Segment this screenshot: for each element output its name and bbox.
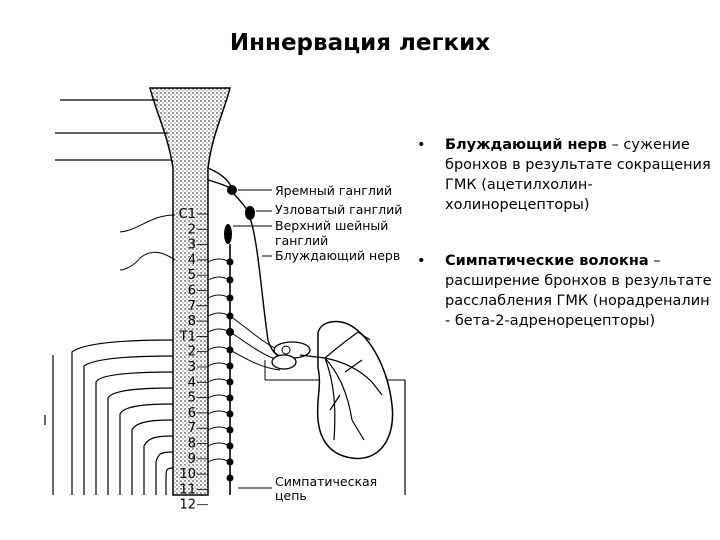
- label-superior-cervical-2: ганглий: [275, 233, 328, 248]
- slide-title: Иннервация легких: [229, 30, 491, 56]
- lung-outline: [316, 320, 394, 460]
- bullet-item-sympathetic: • Симпатические волокна – расширение бро…: [415, 251, 715, 331]
- cervical-nerve: [119, 251, 176, 271]
- segment-label: 10: [179, 467, 196, 482]
- segment-label: 6: [188, 406, 196, 421]
- bullet-term: Блуждающий нерв: [445, 137, 607, 153]
- jugular-ganglion: [227, 185, 237, 195]
- segment-label: 8: [188, 437, 196, 452]
- label-sympathetic-chain-2: цепь: [275, 488, 307, 503]
- bullet-text: – сужение бронхов в результате сокращени…: [445, 137, 711, 213]
- bullet-item-vagus: • Блуждающий нерв – сужение бронхов в ре…: [415, 135, 715, 215]
- segment-label: T1: [179, 329, 196, 344]
- segment-label: 4: [188, 253, 196, 268]
- segment-label: 5: [188, 268, 196, 283]
- intercostal-nerves: [71, 339, 174, 495]
- segment-label: 4: [188, 375, 196, 390]
- superior-cervical-ganglion: [224, 224, 232, 244]
- segment-label: 8: [188, 314, 196, 329]
- brainstem-spinal-cord: [149, 87, 231, 496]
- pulmonary-plexus: [271, 354, 297, 370]
- segment-label: 2: [188, 222, 196, 237]
- bullet-text: – расширение бронхов в результате рассла…: [445, 253, 712, 329]
- bullet-term: Симпатические волокна: [445, 253, 649, 269]
- nodose-ganglion: [245, 206, 255, 220]
- bullet-icon: •: [417, 137, 426, 153]
- segment-label: 3: [188, 238, 196, 253]
- bronchial-tree: [299, 331, 383, 441]
- bullet-icon: •: [417, 253, 426, 269]
- label-nodose-ganglion: Узловатый ганглий: [275, 202, 402, 217]
- label-vagus-nerve: Блуждающий нерв: [275, 248, 400, 263]
- segment-label: 3: [188, 360, 196, 375]
- rami: [207, 258, 231, 463]
- segment-label: 11: [179, 482, 196, 497]
- segment-label: 7: [188, 299, 196, 314]
- segment-label: C1: [179, 207, 196, 222]
- cervical-nerve: [119, 214, 176, 233]
- segment-label: 9: [188, 452, 196, 467]
- segment-label: 5: [188, 391, 196, 406]
- segment-label: 7: [188, 421, 196, 436]
- label-pointers: [233, 189, 272, 489]
- segment-label: 6: [188, 284, 196, 299]
- bullet-list: • Блуждающий нерв – сужение бронхов в ре…: [415, 135, 715, 331]
- label-superior-cervical-1: Верхний шейный: [275, 218, 388, 233]
- segment-label: 12: [179, 498, 196, 513]
- label-jugular-ganglion: Яремный ганглий: [275, 183, 392, 198]
- label-sympathetic-chain-1: Симпатическая: [275, 474, 377, 489]
- segment-label: 2: [188, 345, 196, 360]
